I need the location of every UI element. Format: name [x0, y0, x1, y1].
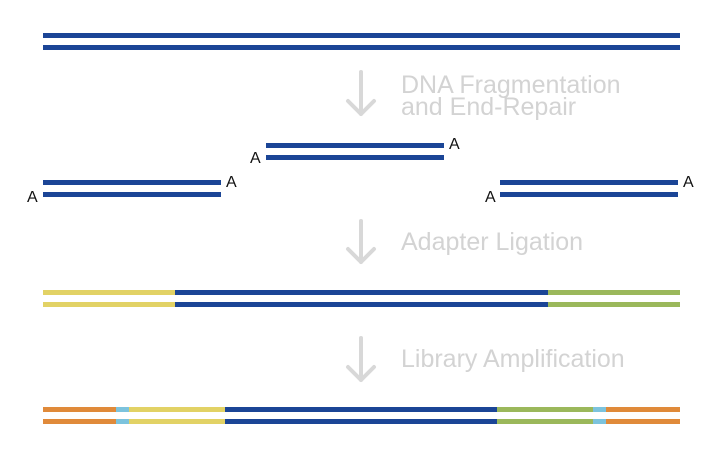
left-index-top-strand — [116, 407, 129, 412]
right-adapter-top-strand — [497, 407, 593, 412]
fragment-middle-bottom-strand — [266, 155, 444, 160]
left-primer-bottom-strand — [43, 419, 116, 424]
down-arrow-icon — [346, 336, 376, 382]
down-arrow-icon — [346, 219, 376, 264]
right-index-bottom-strand — [593, 419, 606, 424]
a-tail-label: A — [485, 189, 496, 206]
step-label-fragmentation-line2: and End-Repair — [401, 93, 576, 121]
fragment-right-top-strand — [500, 180, 678, 185]
a-tail-label: A — [27, 189, 38, 206]
insert-bottom-strand — [175, 302, 548, 307]
fragment-middle-top-strand — [266, 143, 444, 148]
left-index-bottom-strand — [116, 419, 129, 424]
dna-fragment-right: A A — [485, 174, 694, 206]
right-primer-bottom-strand — [606, 419, 680, 424]
a-tail-label: A — [226, 174, 237, 191]
left-adapter-bottom-strand — [129, 419, 225, 424]
fragment-right-bottom-strand — [500, 192, 678, 197]
insert-top-strand — [175, 290, 548, 295]
fragment-left-top-strand — [43, 180, 221, 185]
intact-dna-bottom-strand — [43, 45, 680, 50]
right-index-top-strand — [593, 407, 606, 412]
left-adapter-top-strand — [43, 290, 175, 295]
step-label-fragmentation-line1: DNA Fragmentation — [401, 71, 621, 99]
a-tail-label: A — [683, 174, 694, 191]
right-primer-top-strand — [606, 407, 680, 412]
intact-dna-top-strand — [43, 33, 680, 38]
step-label-ligation: Adapter Ligation — [401, 228, 583, 256]
dna-fragment-middle: A A — [250, 136, 460, 167]
left-adapter-bottom-strand — [43, 302, 175, 307]
left-adapter-top-strand — [129, 407, 225, 412]
a-tail-label: A — [449, 136, 460, 153]
right-adapter-bottom-strand — [497, 419, 593, 424]
adapter-ligated-dna — [43, 290, 680, 307]
a-tail-label: A — [250, 150, 261, 167]
intact-dna — [43, 33, 680, 50]
step-label-amplification: Library Amplification — [401, 345, 625, 373]
right-adapter-top-strand — [548, 290, 680, 295]
down-arrow-icon — [346, 70, 376, 116]
dna-fragment-left: A A — [27, 174, 237, 206]
fragment-left-bottom-strand — [43, 192, 221, 197]
insert-bottom-strand — [225, 419, 497, 424]
left-primer-top-strand — [43, 407, 116, 412]
amplified-library — [43, 407, 680, 424]
insert-top-strand — [225, 407, 497, 412]
right-adapter-bottom-strand — [548, 302, 680, 307]
